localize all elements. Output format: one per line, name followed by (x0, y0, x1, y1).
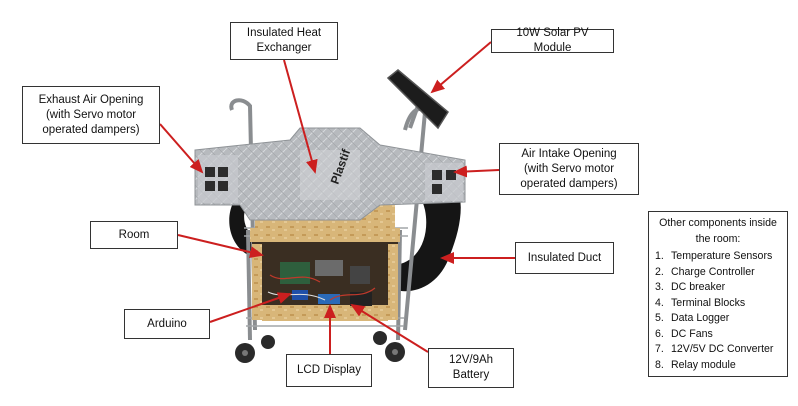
label-insulated-duct: Insulated Duct (515, 242, 614, 274)
list-item: 5.Data Logger (655, 312, 730, 324)
label-battery: 12V/9Ah Battery (428, 348, 514, 388)
list-item: 6.DC Fans (655, 327, 713, 340)
components-title: Other components inside the room: (659, 217, 777, 245)
label-lcd-display: LCD Display (286, 354, 372, 387)
intake-damper-slots (432, 170, 456, 194)
room-electronics (267, 260, 376, 306)
solar-pv-module (386, 69, 449, 130)
exhaust-damper-slots (205, 167, 228, 191)
label-intake-opening: Air Intake Opening (with Servo motor ope… (499, 143, 639, 195)
components-list: 1.Temperature Sensors 2.Charge Controlle… (655, 249, 781, 373)
label-arduino: Arduino (124, 309, 210, 339)
components-list-box: Other components inside the room: 1.Temp… (648, 211, 788, 377)
list-item: 1.Temperature Sensors (655, 250, 773, 262)
label-solar-pv: 10W Solar PV Module (491, 27, 614, 54)
label-heat-exchanger: Insulated Heat Exchanger (230, 22, 338, 60)
label-exhaust-opening: Exhaust Air Opening (with Servo motor op… (22, 86, 160, 144)
list-item: 2.Charge Controller (655, 265, 755, 278)
list-item: 3.DC breaker (655, 281, 726, 293)
callout-arrows (159, 41, 515, 354)
room-top-board (250, 228, 400, 242)
list-item: 8.Relay module (655, 358, 736, 371)
label-room: Room (90, 221, 178, 249)
list-item: 4.Terminal Blocks (655, 296, 746, 309)
list-item: 7.12V/5V DC Converter (655, 343, 774, 355)
